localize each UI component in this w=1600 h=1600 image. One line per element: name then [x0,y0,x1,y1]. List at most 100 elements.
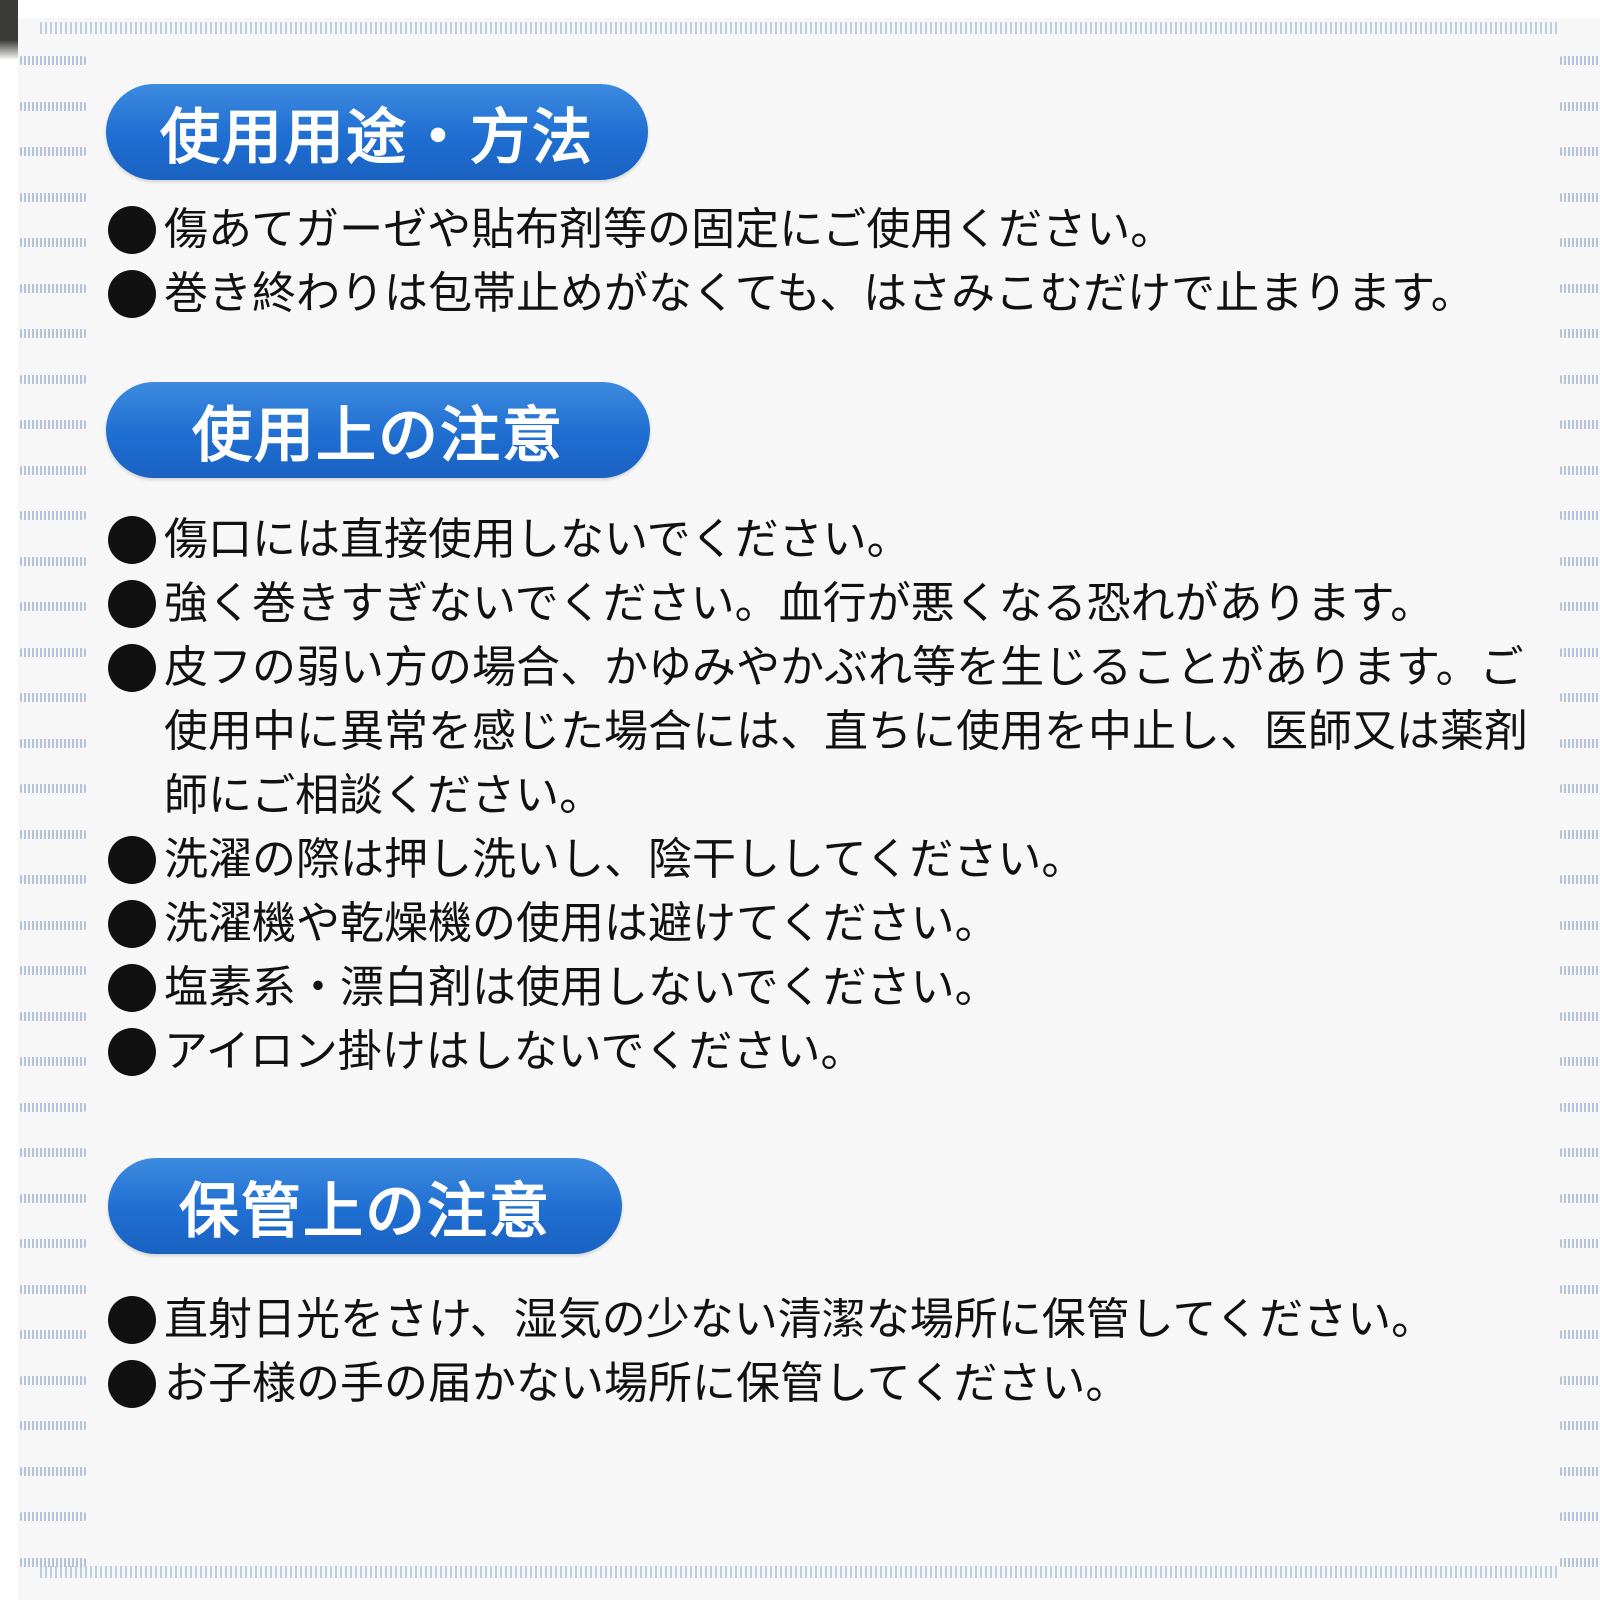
border-dash [1560,602,1600,611]
list-item: 巻き終わりは包帯止めがなくても、はさみこむだけで止まります。 [108,262,1538,326]
list-item: アイロン掛けはしないでください。 [108,1020,1538,1084]
section-heading-precautions: 使用上の注意 [106,382,650,478]
border-dash [1560,1193,1600,1203]
border-dash [20,1193,86,1203]
usage-list: 傷あてガーゼや貼布剤等の固定にご使用ください。 巻き終わりは包帯止めがなくても、… [108,198,1538,326]
border-dash [20,1057,86,1066]
border-dash [20,1102,86,1112]
border-dash [1560,1466,1600,1476]
border-dash [1560,829,1600,839]
border-dash [1560,738,1600,748]
border-dash [1560,192,1600,202]
list-item: 洗濯機や乾燥機の使用は避けてください。 [108,892,1538,956]
list-item: 傷あてガーゼや貼布剤等の固定にご使用ください。 [108,198,1538,262]
border-dash [20,1557,86,1567]
border-dash [20,556,86,566]
list-item: 塩素系・漂白剤は使用しないでください。 [108,956,1538,1020]
border-dash [20,511,86,520]
border-dash [1560,465,1600,475]
border-dash [20,1330,86,1339]
list-item: お子様の手の届かない場所に保管してください。 [108,1352,1538,1416]
border-dash [20,329,86,338]
border-dash [1560,1375,1600,1385]
bullet-icon [108,836,156,884]
border-dash [20,602,86,611]
border-dash [20,1011,86,1021]
border-dash [20,465,86,475]
list-item: 洗濯の際は押し洗いし、陰干ししてください。 [108,828,1538,892]
border-dash [20,647,86,657]
border-dash [1560,283,1600,293]
border-dash [1560,238,1600,247]
border-dash [20,693,86,702]
list-item: 皮フの弱い方の場合、かゆみやかぶれ等を生じることがあります。ご使用中に異常を感じ… [108,636,1538,828]
border-dash [20,920,86,930]
border-dash [20,420,86,429]
border-dash [1560,511,1600,520]
border-dash [1560,1057,1600,1066]
border-dash [1560,147,1600,156]
border-dash [1560,1421,1600,1430]
border-dash [1560,1148,1600,1157]
bullet-icon [108,270,156,318]
border-dash [1560,1102,1600,1112]
border-dash [1560,693,1600,702]
border-dash [1560,1557,1600,1567]
border-dash [1560,784,1600,793]
bullet-icon [108,1360,156,1408]
border-dash [20,1239,86,1248]
bullet-icon [108,964,156,1012]
border-dash [1560,647,1600,657]
border-dash [20,1421,86,1430]
border-dash [1560,374,1600,384]
border-dash [1560,1239,1600,1248]
border-dash [20,1512,86,1521]
list-item: 直射日光をさけ、湿気の少ない清潔な場所に保管してください。 [108,1288,1538,1352]
bullet-icon [108,644,156,692]
border-dash [1560,101,1600,111]
border-dash [20,1375,86,1385]
border-dash [1560,875,1600,884]
border-dash [20,966,86,975]
border-dash [20,829,86,839]
section-heading-usage-text: 使用用途・方法 [160,102,594,173]
border-dash [20,283,86,293]
border-dash [20,374,86,384]
precautions-list: 傷口には直接使用しないでください。 強く巻きすぎないでください。血行が悪くなる恐… [108,508,1538,1084]
border-dash [20,56,86,65]
bullet-icon [108,516,156,564]
list-item: 強く巻きすぎないでください。血行が悪くなる恐れがあります。 [108,572,1538,636]
bullet-icon [108,900,156,948]
bullet-icon [108,580,156,628]
border-dash [20,147,86,156]
border-dash [20,875,86,884]
border-dash [1560,1330,1600,1339]
list-item: 傷口には直接使用しないでください。 [108,508,1538,572]
bullet-icon [108,1296,156,1344]
decorative-border-left [20,56,86,1567]
decorative-border-right [1560,56,1600,1567]
border-dash [20,1466,86,1476]
border-dash [1560,1512,1600,1521]
decorative-border-top [40,22,1560,34]
border-dash [1560,56,1600,65]
section-heading-usage: 使用用途・方法 [106,84,648,180]
storage-list: 直射日光をさけ、湿気の少ない清潔な場所に保管してください。 お子様の手の届かない… [108,1288,1538,1416]
border-dash [20,101,86,111]
border-dash [1560,920,1600,930]
border-dash [20,238,86,247]
border-dash [1560,329,1600,338]
section-heading-storage: 保管上の注意 [108,1158,622,1254]
section-heading-storage-text: 保管上の注意 [179,1176,551,1247]
border-dash [20,192,86,202]
border-dash [1560,1011,1600,1021]
bullet-icon [108,1028,156,1076]
border-dash [1560,966,1600,975]
border-dash [20,1284,86,1294]
bullet-icon [108,206,156,254]
border-dash [1560,556,1600,566]
border-dash [20,1148,86,1157]
decorative-border-bottom [40,1566,1560,1578]
package-panel [18,18,1600,1600]
section-heading-precautions-text: 使用上の注意 [192,400,564,471]
